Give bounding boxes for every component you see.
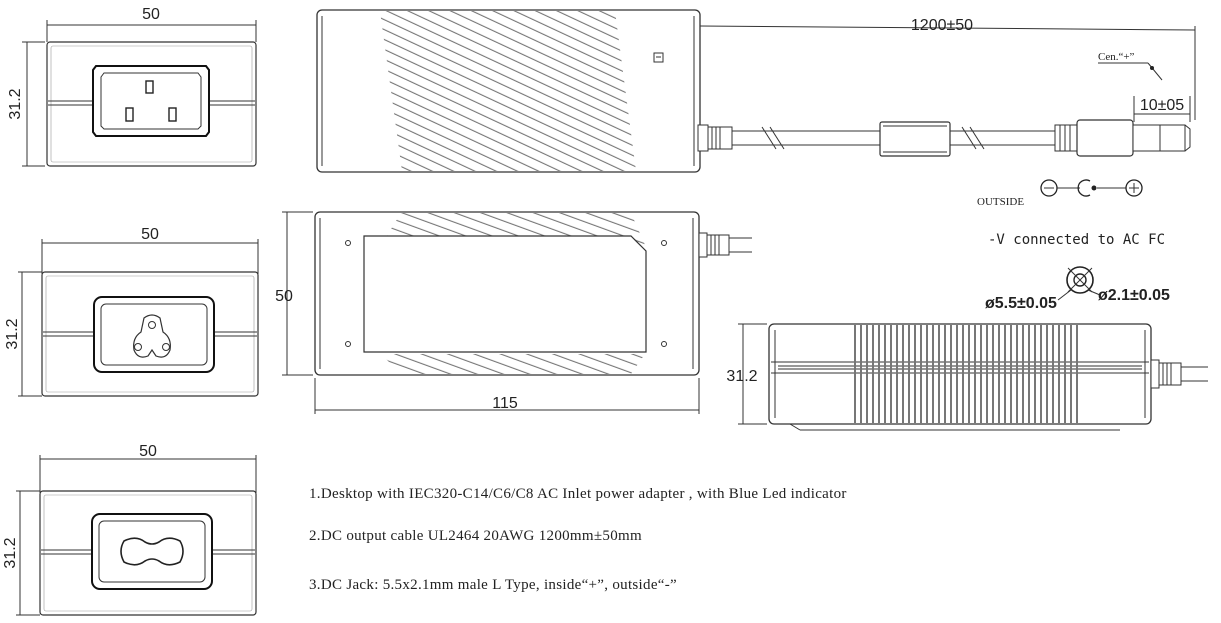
inlet-c6-width-label: 50 — [141, 226, 159, 243]
inlet-c14-height-label: 31.2 — [7, 88, 24, 119]
inlet-c14-width-label: 50 — [142, 6, 160, 23]
bottom-view: 50 115 — [275, 211, 752, 414]
cloverleaf-socket-icon — [133, 314, 171, 358]
polarity-diagram: OUTSIDE -V connected to AC FC ø5.5±0.05 … — [977, 179, 1170, 312]
inlet-c6-view: 50 31.2 — [4, 226, 259, 397]
ac-fc-note: -V connected to AC FC — [988, 232, 1165, 248]
outside-label: OUTSIDE — [977, 196, 1024, 208]
note-2: 2.DC output cable UL2464 20AWG 1200mm±50… — [309, 528, 642, 544]
inlet-c8-width-label: 50 — [139, 443, 157, 460]
live-pin-icon — [125, 107, 134, 122]
inner-diameter-label: ø2.1±0.05 — [1098, 287, 1170, 304]
inlet-c14-view: 50 31.2 — [7, 6, 257, 167]
bottom-height-label: 50 — [275, 288, 293, 305]
center-polarity-label: Cen.“+” — [1098, 51, 1135, 63]
outer-diameter-label: ø5.5±0.05 — [985, 295, 1057, 312]
note-3: 3.DC Jack: 5.5x2.1mm male L Type, inside… — [309, 577, 677, 593]
side-view: 31.2 — [726, 323, 1208, 431]
side-height-label: 31.2 — [726, 368, 757, 385]
cable-length-label: 1200±50 — [911, 17, 973, 34]
earth-pin-icon — [145, 80, 154, 94]
figure-eight-socket-icon — [120, 537, 184, 566]
bottom-length-label: 115 — [492, 395, 518, 412]
inlet-c6-height-label: 31.2 — [4, 318, 21, 349]
neutral-pin-icon — [168, 107, 177, 122]
led-indicator-icon — [653, 52, 664, 63]
plug-length-label: 10±05 — [1140, 97, 1184, 114]
notes: 1.Desktop with IEC320-C14/C6/C8 AC Inlet… — [309, 486, 847, 593]
note-1: 1.Desktop with IEC320-C14/C6/C8 AC Inlet… — [309, 486, 847, 502]
inlet-c8-view: 50 31.2 — [2, 443, 257, 616]
inlet-c8-height-label: 31.2 — [2, 537, 19, 568]
top-view: 1200±50 Cen.“+” 10±05 — [316, 9, 1196, 173]
